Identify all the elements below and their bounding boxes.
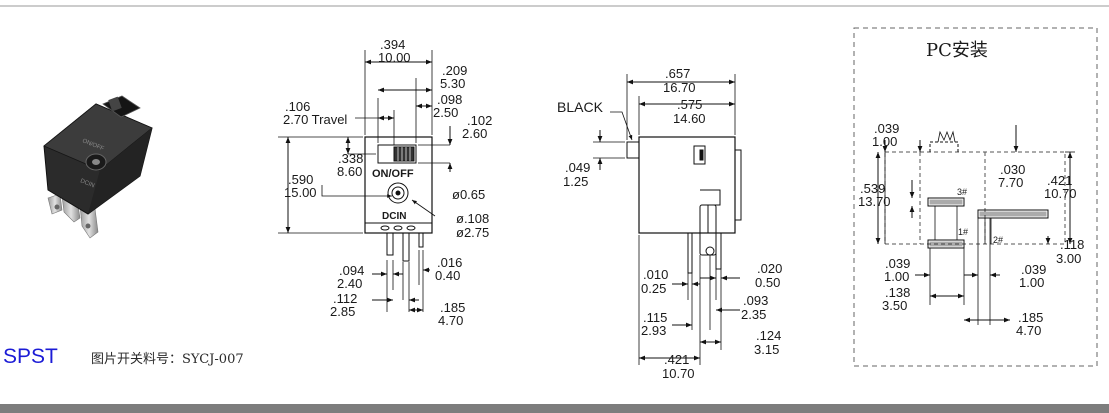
pc-g-in: .039 <box>1021 262 1047 277</box>
side-overall-mm: 16.70 <box>663 80 696 95</box>
side-pin-b-mm: 2.35 <box>741 307 767 322</box>
side-pin-a-in: .115 <box>643 310 668 325</box>
front-slot-in: .209 <box>442 63 468 78</box>
side-step-in: .049 <box>565 160 591 175</box>
front-travel-in: .106 <box>285 99 311 114</box>
side-pin-t2-in: .020 <box>757 261 783 276</box>
pc-pin2-label: 2# <box>993 235 1004 245</box>
side-pin-b-in: .093 <box>743 293 769 308</box>
front-pin-dia: ø0.65 <box>452 187 486 202</box>
front-pin-off-in: .112 <box>333 291 358 306</box>
product-photo: ON/OFF DCIN <box>43 95 153 239</box>
side-body-mm: 14.60 <box>673 111 706 126</box>
front-knobpos-mm: 8.60 <box>337 164 363 179</box>
pc-c-mm: 13.70 <box>858 194 891 209</box>
pc-h-mm: 3.50 <box>882 298 908 313</box>
pc-e-in: .118 <box>1060 237 1085 252</box>
side-overall-in: .657 <box>665 66 691 81</box>
pc-d-mm: 10.70 <box>1044 186 1077 201</box>
pc-b-in: .030 <box>1000 162 1026 177</box>
pc-a-mm: 1.00 <box>872 134 898 149</box>
side-pin-d-mm: 10.70 <box>662 366 695 381</box>
side-pin-t-mm: 0.25 <box>641 281 667 296</box>
pc-layout <box>853 27 1098 367</box>
part-number-label: 图片开关料号：SYCJ-007 <box>91 352 244 367</box>
side-pin-a-mm: 2.93 <box>641 323 667 338</box>
side-pin-d-in: .421 <box>664 352 690 367</box>
front-knob-mm: 2.60 <box>462 126 488 141</box>
front-slot-mm: 5.30 <box>440 76 466 91</box>
front-knobpos-in: .338 <box>338 151 364 166</box>
front-height-in: .590 <box>288 172 314 187</box>
pc-i-in: .185 <box>1018 310 1044 325</box>
side-pin-t-in: .010 <box>643 267 669 282</box>
side-pin-c-mm: 3.15 <box>754 342 780 357</box>
front-pin-gap-mm: 2.40 <box>337 276 363 291</box>
side-body-in: .575 <box>677 97 703 112</box>
front-pin-span-in: .185 <box>440 300 466 315</box>
side-black-label: BLACK <box>557 99 603 115</box>
pc-b-mm: 7.70 <box>998 175 1024 190</box>
pc-pin1-label: 1# <box>958 227 969 237</box>
front-knob-in: .102 <box>467 113 493 128</box>
front-height-mm: 15.00 <box>284 185 317 200</box>
front-offset-mm: 2.50 <box>433 105 459 120</box>
front-offset-in: .098 <box>437 92 463 107</box>
pc-f-mm: 1.00 <box>884 269 910 284</box>
pc-d-in: .421 <box>1047 173 1073 188</box>
pc-e-mm: 3.00 <box>1056 251 1082 266</box>
front-pin-off-mm: 2.85 <box>330 304 356 319</box>
front-pin-w-mm: 0.40 <box>435 268 461 283</box>
pc-g-mm: 1.00 <box>1019 275 1045 290</box>
svg-text:DCIN: DCIN <box>79 178 95 189</box>
side-view <box>593 74 742 365</box>
front-dcin-print: DCIN <box>382 211 407 222</box>
front-width-in: .394 <box>380 37 406 52</box>
side-pin-t2-mm: 0.50 <box>755 275 781 290</box>
side-pin-c-in: .124 <box>756 328 782 343</box>
pc-c-in: .539 <box>860 181 886 196</box>
pc-pin3-label: 3# <box>957 187 968 197</box>
pc-i-mm: 4.70 <box>1016 323 1042 338</box>
front-view <box>278 50 453 313</box>
front-pin-w-in: .016 <box>437 255 463 270</box>
front-travel-mm: 2.70 Travel <box>283 112 348 127</box>
pc-f-in: .039 <box>885 256 911 271</box>
switch-type: SPST <box>3 345 58 368</box>
pc-title: PC安装 <box>926 40 988 61</box>
front-pin-gap-in: .094 <box>339 263 365 278</box>
pc-a-in: .039 <box>874 121 900 136</box>
front-hole-in: ø.108 <box>456 211 490 226</box>
front-width-mm: 10.00 <box>378 50 411 65</box>
side-step-mm: 1.25 <box>563 174 589 189</box>
front-pin-span-mm: 4.70 <box>438 313 464 328</box>
footer-bar <box>0 404 1109 413</box>
front-hole-mm: ø2.75 <box>456 225 490 240</box>
pc-h-in: .138 <box>885 285 911 300</box>
front-onoff-print: ON/OFF <box>372 168 414 180</box>
